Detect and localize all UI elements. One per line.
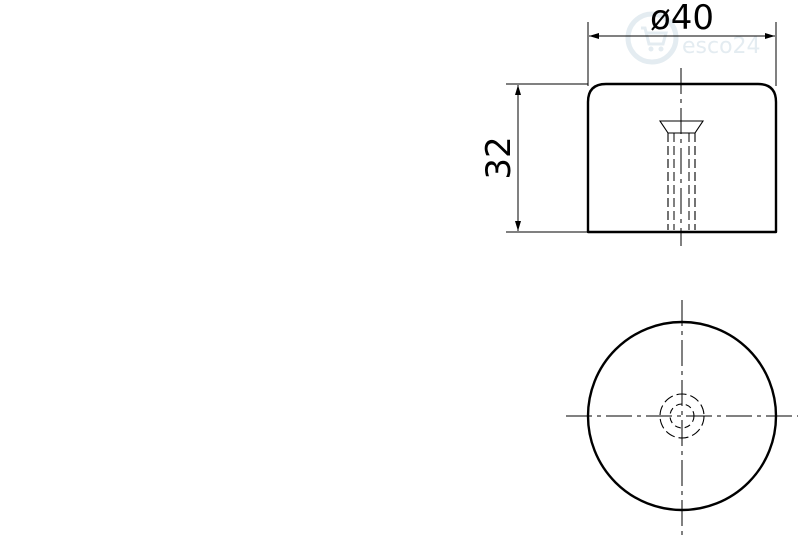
height-dimension xyxy=(506,83,588,233)
cart-wheel-right xyxy=(658,46,664,52)
cart-wheel-left xyxy=(648,46,654,52)
hidden-hole-inner xyxy=(669,403,695,429)
height-label: 32 xyxy=(479,136,519,179)
top-view xyxy=(566,300,798,536)
diameter-label: ø40 xyxy=(650,0,714,38)
front-view xyxy=(586,68,778,246)
front-view-outline xyxy=(586,82,778,234)
diameter-dimension xyxy=(587,22,777,86)
hidden-hole-outer xyxy=(659,393,705,439)
